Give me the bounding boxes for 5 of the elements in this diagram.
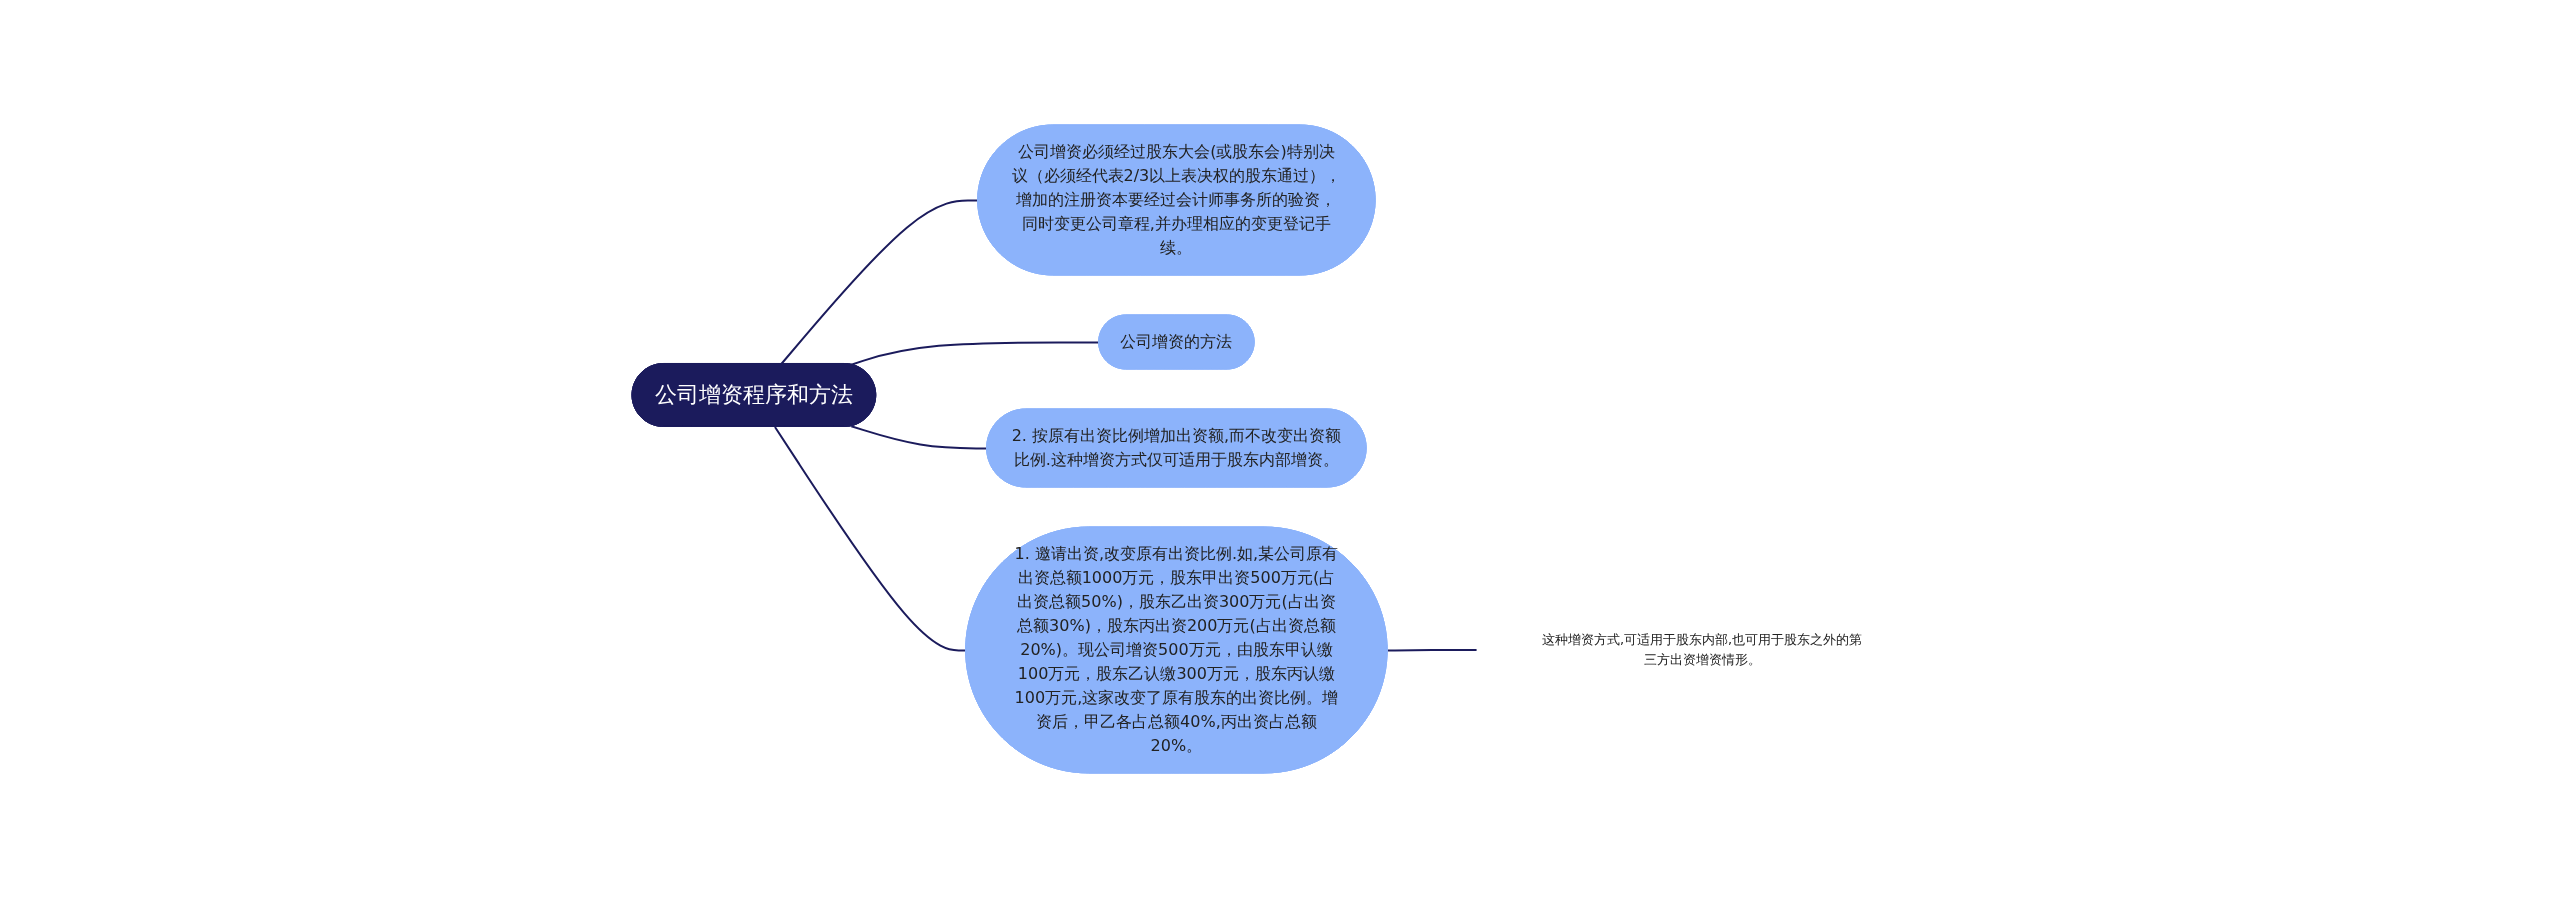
node-text: 这种增资方式,可适用于股东内部,也可用于股东之外的第三方出资增资情形。: [1542, 631, 1863, 667]
connector: [774, 425, 968, 651]
connector: [850, 340, 1101, 366]
connector: [1387, 648, 1479, 651]
connector: [850, 424, 989, 449]
